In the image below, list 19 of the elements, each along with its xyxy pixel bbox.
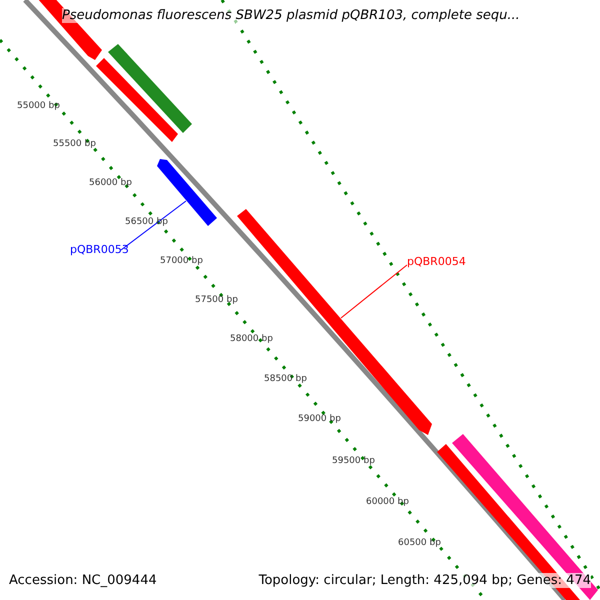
position-label: 58500 bp bbox=[264, 374, 307, 384]
position-label: 58000 bp bbox=[230, 334, 273, 344]
summary-text: Topology: circular; Length: 425,094 bp; Genes: 474 bbox=[258, 573, 591, 588]
gene-label: pQBR0054 bbox=[407, 255, 466, 268]
gene-label: pQBR0053 bbox=[70, 243, 129, 256]
position-label: 57000 bp bbox=[160, 256, 203, 266]
position-label: 57500 bp bbox=[195, 295, 238, 305]
position-label: 56000 bp bbox=[89, 178, 132, 188]
title: Pseudomonas fluorescens SBW25 plasmid pQBR103, complete sequ... bbox=[62, 8, 520, 23]
position-label: 59500 bp bbox=[332, 456, 375, 466]
position-label: 59000 bp bbox=[298, 414, 341, 424]
leader-line bbox=[120, 200, 186, 250]
position-label: 55500 bp bbox=[53, 139, 96, 149]
leader-line bbox=[340, 264, 408, 318]
position-label: 55000 bp bbox=[17, 101, 60, 111]
position-label: 60500 bp bbox=[398, 538, 441, 548]
gene-arrow bbox=[157, 159, 217, 226]
accession-text: Accession: NC_009444 bbox=[9, 573, 157, 588]
position-label: 60000 bp bbox=[366, 497, 409, 507]
